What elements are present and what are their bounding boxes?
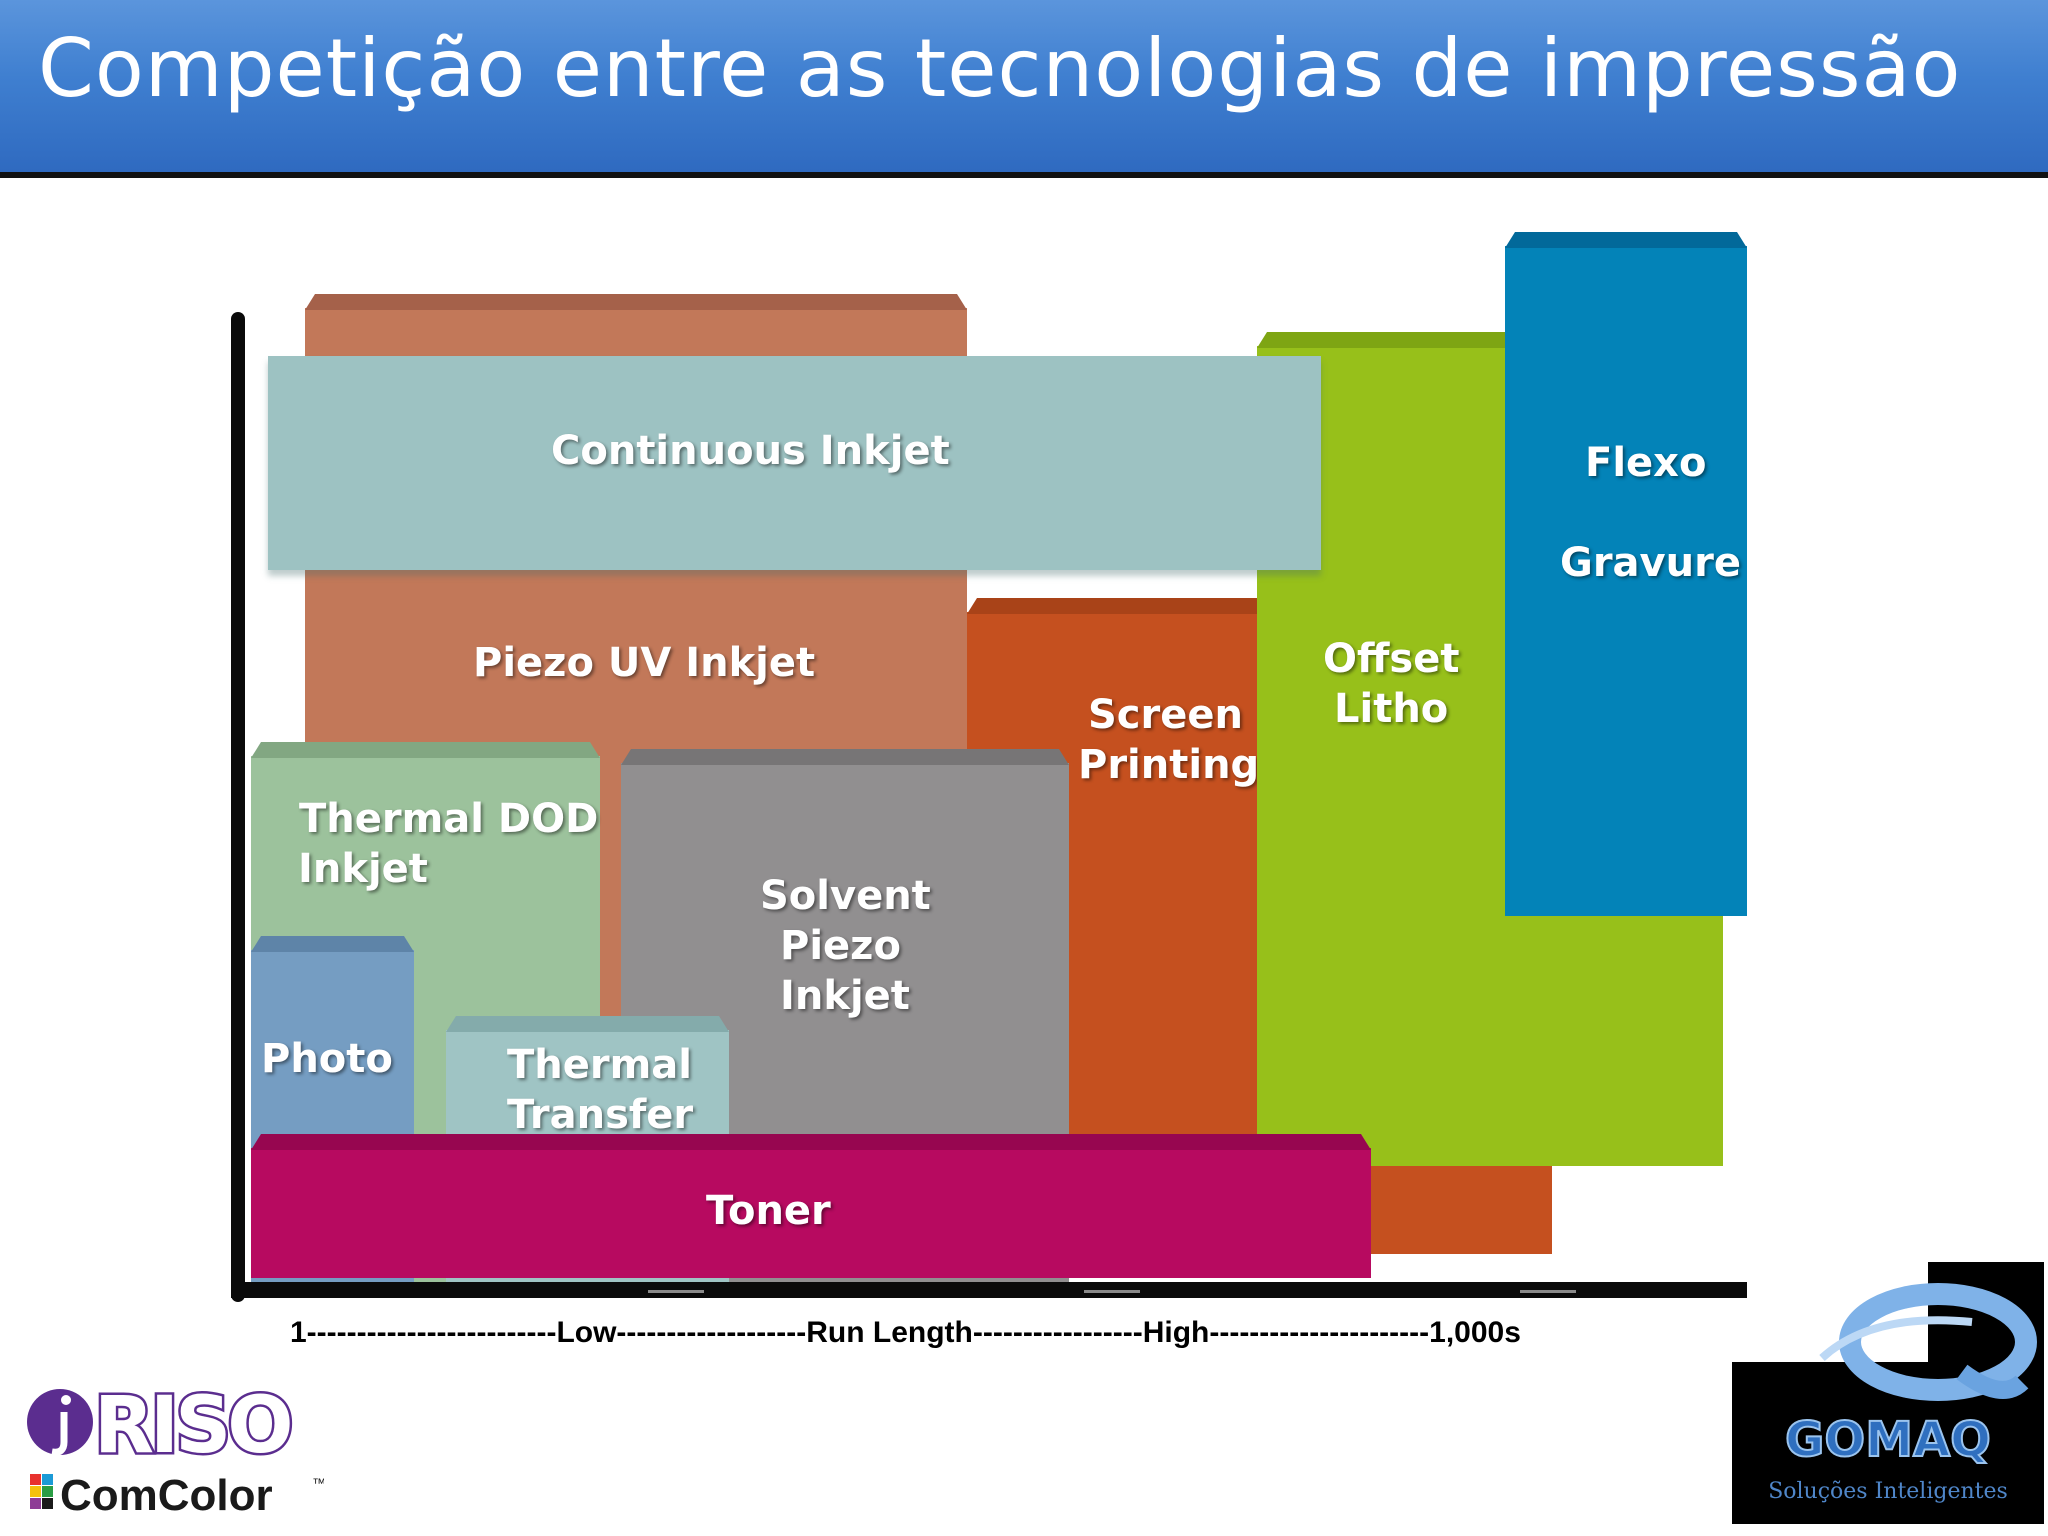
run-length-axis-label: 1-------------------------Low-----------… xyxy=(290,1316,1521,1349)
gomaq-logo: GOMAQ Soluções Inteligentes xyxy=(1732,1262,2044,1524)
offset-litho-label-line1: Offset xyxy=(1323,636,1460,682)
x-axis-tick xyxy=(648,1290,704,1293)
thermal-transfer-label-line1: Thermal xyxy=(507,1042,692,1088)
continuous-inkjet-block: Continuous Inkjet xyxy=(268,356,1321,570)
svg-text:Soluções Inteligentes: Soluções Inteligentes xyxy=(1768,1479,2008,1504)
thermal-dod-label-line2: Inkjet xyxy=(298,846,428,892)
screen-printing-label-line2: Printing xyxy=(1078,742,1260,788)
y-axis xyxy=(231,312,245,1302)
svg-text:RISO: RISO xyxy=(94,1382,290,1471)
thermal-transfer-label-line2: Transfer xyxy=(507,1092,694,1138)
x-axis-tick xyxy=(1084,1290,1140,1293)
x-axis-tick xyxy=(1520,1290,1576,1293)
x-axis xyxy=(231,1282,1747,1298)
piezo-uv-inkjet-label: Piezo UV Inkjet xyxy=(473,640,816,686)
riso-comcolor-logo: RISO ComColor ™ xyxy=(27,1382,324,1520)
comcolor-squares-icon xyxy=(30,1474,53,1509)
toner-block: Toner xyxy=(251,1148,1371,1278)
gravure-label: Gravure xyxy=(1560,540,1741,586)
offset-litho-label-line2: Litho xyxy=(1334,686,1449,732)
toner-label: Toner xyxy=(706,1188,831,1234)
thermal-dod-label-line1: Thermal DOD xyxy=(299,796,599,842)
solvent-label-line1: Solvent xyxy=(760,873,931,919)
svg-text:GOMAQ: GOMAQ xyxy=(1785,1412,1991,1468)
title-bar: Competição entre as tecnologias de impre… xyxy=(0,0,2048,178)
screen-printing-label-line1: Screen xyxy=(1088,692,1243,738)
flexo-label: Flexo xyxy=(1585,440,1707,486)
svg-text:™: ™ xyxy=(312,1475,324,1491)
slide-title: Competição entre as tecnologias de impre… xyxy=(38,22,1962,115)
flexo-gravure-block: Flexo Gravure xyxy=(1505,246,1747,916)
solvent-label-line3: Inkjet xyxy=(780,973,910,1019)
continuous-inkjet-label: Continuous Inkjet xyxy=(551,428,950,474)
photo-label: Photo xyxy=(261,1036,393,1082)
svg-text:ComColor: ComColor xyxy=(60,1471,273,1520)
riso-circle-icon xyxy=(27,1389,93,1455)
solvent-label-line2: Piezo xyxy=(780,923,901,969)
gomaq-swirl-icon xyxy=(1819,1283,2037,1401)
